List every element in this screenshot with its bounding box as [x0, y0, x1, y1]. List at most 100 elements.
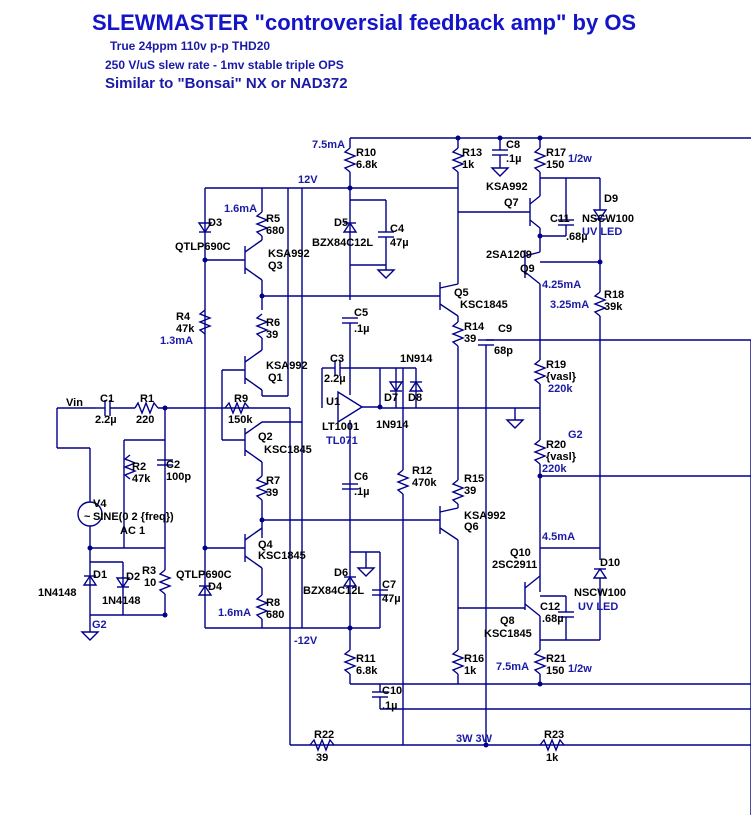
svg-text:~: ~ — [84, 511, 91, 523]
label-q6-value: KSA992 — [464, 510, 506, 522]
label-d5-value: BZX84C12L — [312, 237, 373, 249]
label-c6: C6 — [354, 471, 368, 483]
label-d1: D1 — [93, 569, 107, 581]
label-r23-value: 1k — [546, 752, 559, 764]
label-rail-12v: 12V — [298, 174, 318, 186]
label-q9-value: 2SA1209 — [486, 249, 532, 261]
label-u1-alt: TL071 — [326, 435, 358, 447]
label-r18: R18 — [604, 289, 624, 301]
label-current-7-5ma-top: 7.5mA — [312, 139, 345, 151]
label-q9: Q9 — [520, 263, 535, 275]
label-r8-value: 680 — [266, 609, 284, 621]
label-r1: R1 — [140, 393, 154, 405]
label-q2-value: KSC1845 — [264, 444, 312, 456]
label-r6: R6 — [266, 317, 280, 329]
subtitle-similar: Similar to "Bonsai" NX or NAD372 — [105, 75, 348, 92]
label-r5-value: 680 — [266, 225, 284, 237]
label-d3-value: QTLP690C — [175, 241, 231, 253]
label-d8: D8 — [408, 392, 422, 404]
label-d4-value: QTLP690C — [176, 569, 232, 581]
subtitle-slew: 250 V/uS slew rate - 1mv stable triple O… — [105, 58, 344, 72]
label-current-4-25ma: 4.25mA — [542, 279, 581, 291]
label-r13: R13 — [462, 147, 482, 159]
label-c1-value: 2.2µ — [95, 414, 117, 426]
label-c4-value: 47µ — [390, 237, 409, 249]
label-r23: R23 — [544, 729, 564, 741]
label-q7: Q7 — [504, 197, 519, 209]
component-labels: Vin C1 2.2µ R1 220 R2 47k C2 100p V4 SIN… — [38, 139, 634, 764]
label-c5-value: .1µ — [354, 323, 370, 335]
label-d10-value: NSCW100 — [574, 587, 626, 599]
label-g2-input: G2 — [92, 619, 107, 631]
label-r15-value: 39 — [464, 485, 476, 497]
label-current-1-3ma: 1.3mA — [160, 335, 193, 347]
label-c8-value: .1µ — [506, 153, 522, 165]
label-current-3-25ma: 3.25mA — [550, 299, 589, 311]
label-r5: R5 — [266, 213, 280, 225]
label-d9-uv: UV LED — [582, 226, 622, 238]
label-c12-value: .68µ — [542, 613, 564, 625]
label-r22: R22 — [314, 729, 334, 741]
label-d7: D7 — [384, 392, 398, 404]
label-r9: R9 — [234, 393, 248, 405]
label-c9-value: 68p — [494, 345, 513, 357]
label-q3-value: KSA992 — [268, 248, 310, 260]
label-r19-param: {vasl} — [546, 371, 577, 383]
label-r17-power: 1/2w — [568, 153, 592, 165]
label-d4: D4 — [208, 581, 223, 593]
label-c2-value: 100p — [166, 471, 191, 483]
label-vin: Vin — [66, 397, 83, 409]
label-r19: R19 — [546, 359, 566, 371]
label-rail-minus-12v: -12V — [294, 635, 318, 647]
label-1n914-top: 1N914 — [400, 353, 433, 365]
label-q6: Q6 — [464, 521, 479, 533]
label-c6-value: .1µ — [354, 486, 370, 498]
label-1n914-bottom: 1N914 — [376, 419, 409, 431]
label-q5: Q5 — [454, 287, 469, 299]
label-r8: R8 — [266, 597, 280, 609]
label-r18-value: 39k — [604, 301, 623, 313]
label-d6: D6 — [334, 567, 348, 579]
label-q7-value: KSA992 — [486, 181, 528, 193]
label-d9: D9 — [604, 193, 618, 205]
label-r10: R10 — [356, 147, 376, 159]
label-d5: D5 — [334, 217, 348, 229]
label-c10: C10 — [382, 685, 402, 697]
label-q2: Q2 — [258, 431, 273, 443]
label-c10-value: .1µ — [382, 700, 398, 712]
label-q8-value: KSC1845 — [484, 628, 532, 640]
subtitle-spec: True 24ppm 110v p-p THD20 — [110, 39, 270, 53]
label-r12: R12 — [412, 465, 432, 477]
label-d2-value: 1N4148 — [102, 595, 141, 607]
label-g2-output: G2 — [568, 429, 583, 441]
label-r9-value: 150k — [228, 414, 253, 426]
label-r4: R4 — [176, 311, 191, 323]
label-c2: C2 — [166, 459, 180, 471]
label-d1-value: 1N4148 — [38, 587, 77, 599]
label-c5: C5 — [354, 307, 368, 319]
label-r2: R2 — [132, 461, 146, 473]
label-q10: Q10 — [510, 547, 531, 559]
supply-rails — [205, 137, 751, 746]
schematic-title: SLEWMASTER "controversial feedback amp" … — [92, 10, 636, 35]
label-c7-value: 47µ — [382, 593, 401, 605]
label-c9: C9 — [498, 323, 512, 335]
label-r14: R14 — [464, 321, 485, 333]
label-v4: V4 — [93, 498, 107, 510]
label-r16: R16 — [464, 653, 484, 665]
label-r15: R15 — [464, 473, 484, 485]
label-r4-value: 47k — [176, 323, 195, 335]
output-stage — [524, 138, 751, 684]
label-current-4-5ma: 4.5mA — [542, 531, 575, 543]
label-q4: Q4 — [258, 539, 274, 551]
label-r21-power: 1/2w — [568, 663, 592, 675]
label-r20: R20 — [546, 439, 566, 451]
label-r7-value: 39 — [266, 487, 278, 499]
label-3w-3w: 3W 3W — [456, 733, 493, 745]
label-r3-value: 10 — [144, 577, 156, 589]
label-r11-value: 6.8k — [356, 665, 378, 677]
label-r22-value: 39 — [316, 752, 328, 764]
label-q4-value: KSC1845 — [258, 550, 306, 562]
label-c3-value: 2.2µ — [324, 373, 346, 385]
